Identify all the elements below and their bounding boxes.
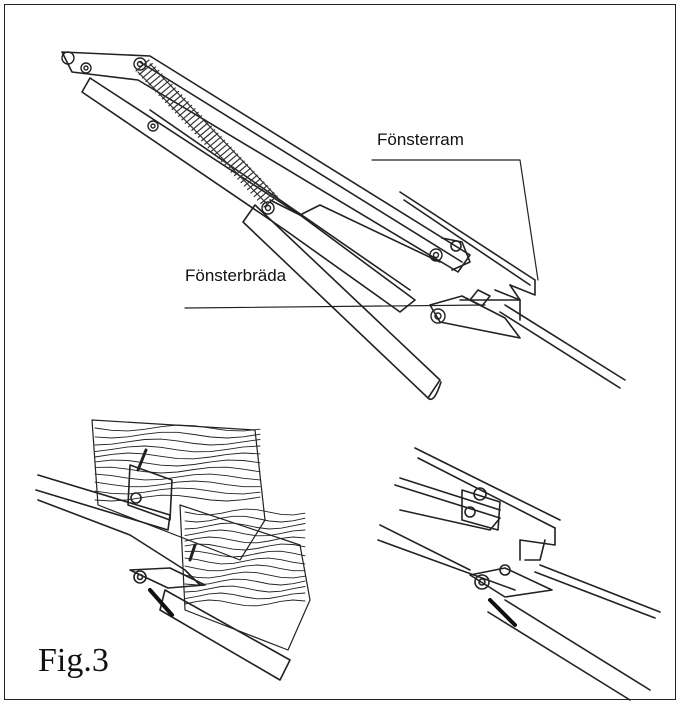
sill-bracket	[429, 237, 521, 339]
label-leader-lines	[184, 159, 539, 309]
frame-mount-detail	[377, 447, 661, 701]
window-frame-label: Fönsterram	[377, 130, 464, 149]
wood-mount-detail	[35, 419, 311, 681]
window-arm-assembly	[61, 51, 471, 401]
window-frame-profile	[399, 191, 626, 389]
window-sill-label: Fönsterbräda	[185, 266, 287, 285]
pivot-bolts	[61, 51, 446, 324]
tension-spring	[135, 59, 279, 208]
figure-caption: Fig.3	[38, 642, 109, 679]
